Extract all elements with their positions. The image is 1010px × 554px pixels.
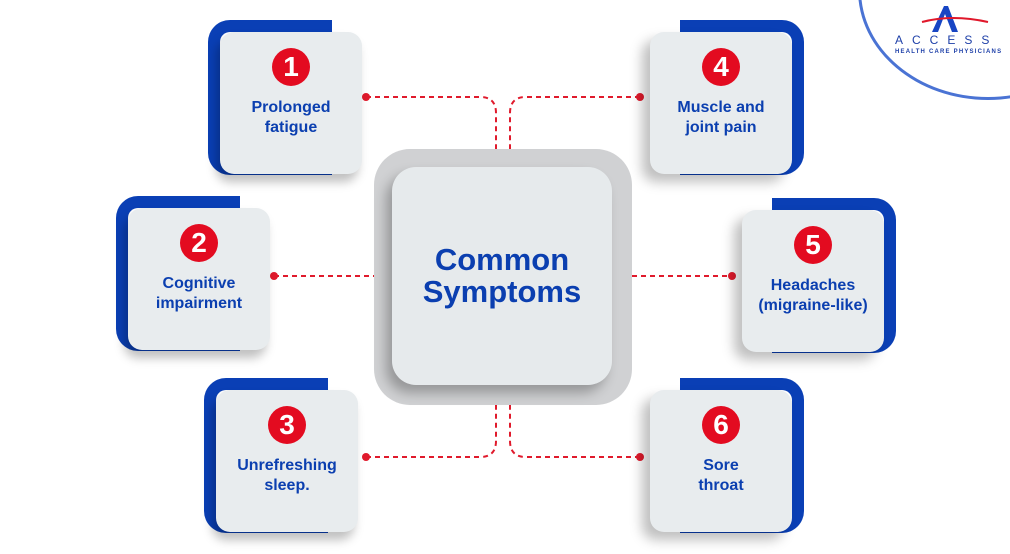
access-logo-icon	[921, 6, 989, 32]
number-badge: 3	[268, 406, 306, 444]
number-badge: 6	[702, 406, 740, 444]
number-badge: 5	[794, 226, 832, 264]
logo-tagline: HEALTH CARE PHYSICIANS	[895, 49, 1003, 55]
symptom-card-5: 5 Headaches(migraine-like)	[742, 198, 896, 353]
logo-wordmark: ACCESS	[895, 33, 999, 47]
number-badge: 1	[272, 48, 310, 86]
number-badge: 2	[180, 224, 218, 262]
center-title: Common Symptoms	[422, 242, 582, 309]
center-hub: Common Symptoms	[392, 167, 612, 385]
number-badge: 4	[702, 48, 740, 86]
symptom-label: Headaches(migraine-like)	[758, 277, 868, 314]
